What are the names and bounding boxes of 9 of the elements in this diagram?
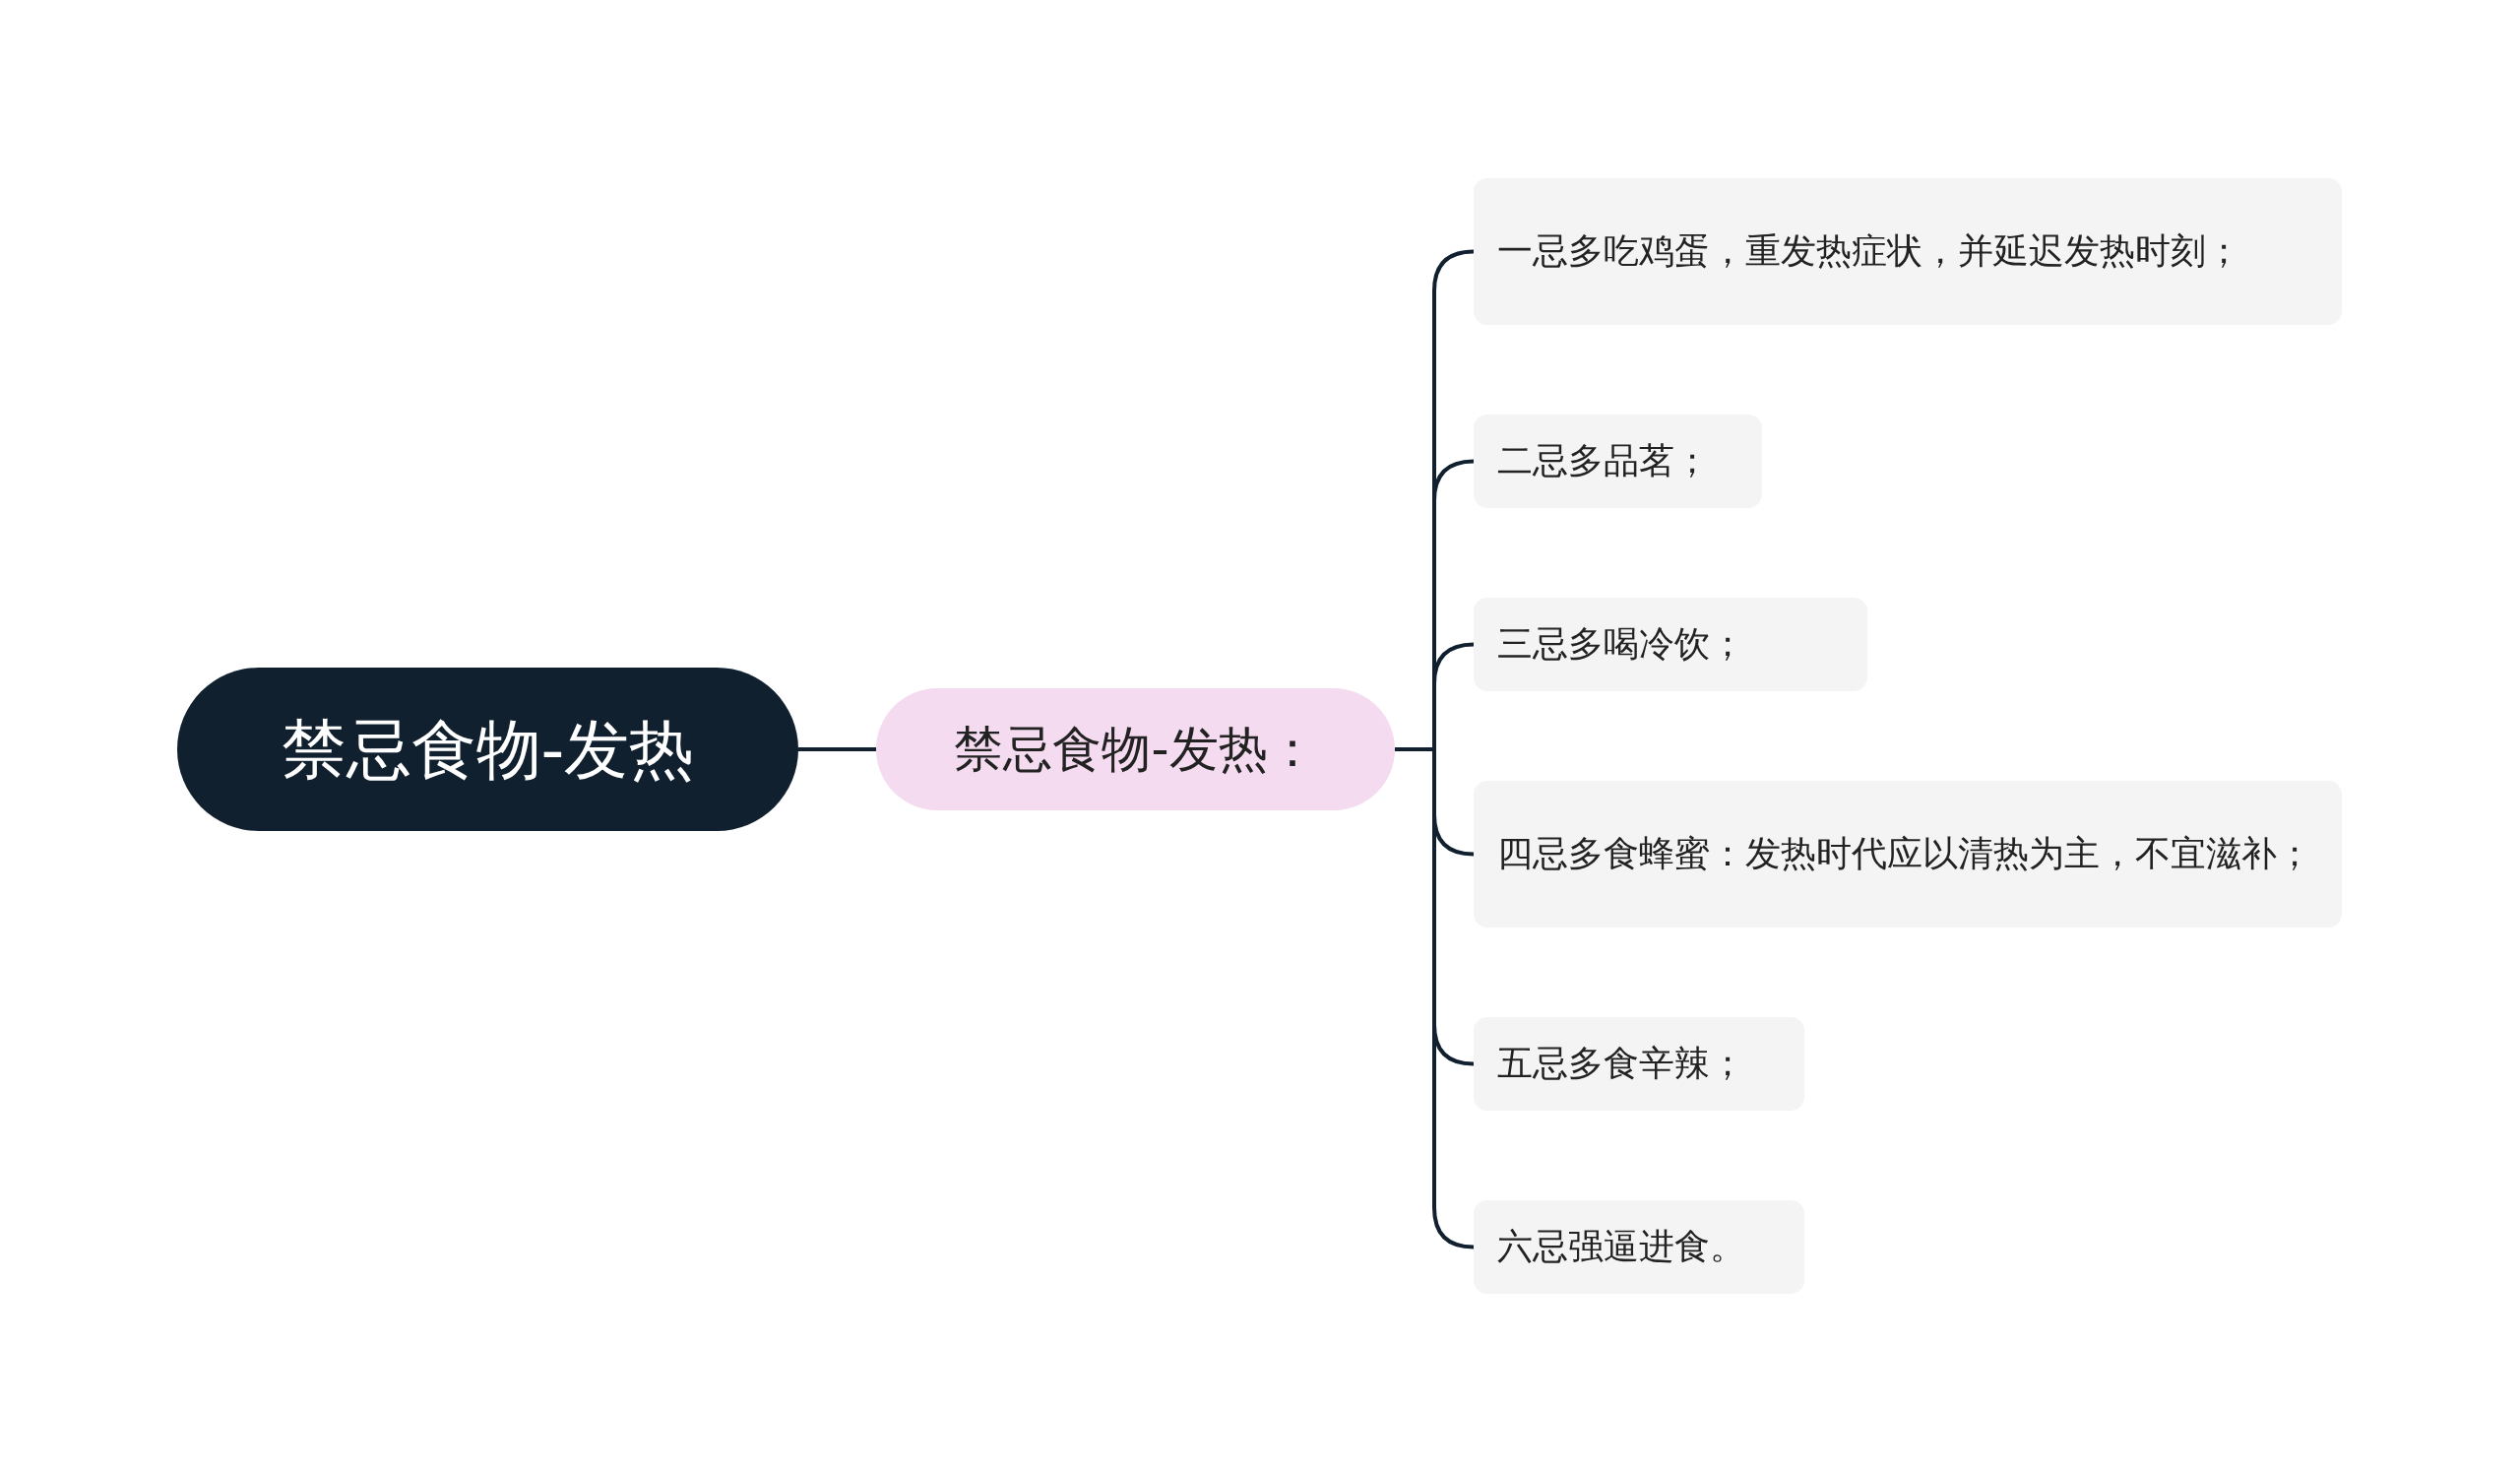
leaf-topic: 六忌强逼进食。 xyxy=(1474,1200,1804,1294)
root-topic: 禁忌食物-发热 xyxy=(177,668,798,831)
leaf-topic: 三忌多喝冷饮； xyxy=(1474,598,1867,691)
leaf-topic: 四忌多食蜂蜜：发热时代应以清热为主，不宜滋补； xyxy=(1474,781,2342,928)
connector-line xyxy=(798,747,876,751)
leaf-topic: 五忌多食辛辣； xyxy=(1474,1017,1804,1111)
leaf-topic: 一忌多吃鸡蛋，重发热症状，并延迟发热时刻； xyxy=(1474,178,2342,325)
leaf-topic: 二忌多品茗； xyxy=(1474,415,1762,508)
branch-topic: 禁忌食物-发热： xyxy=(876,688,1395,810)
